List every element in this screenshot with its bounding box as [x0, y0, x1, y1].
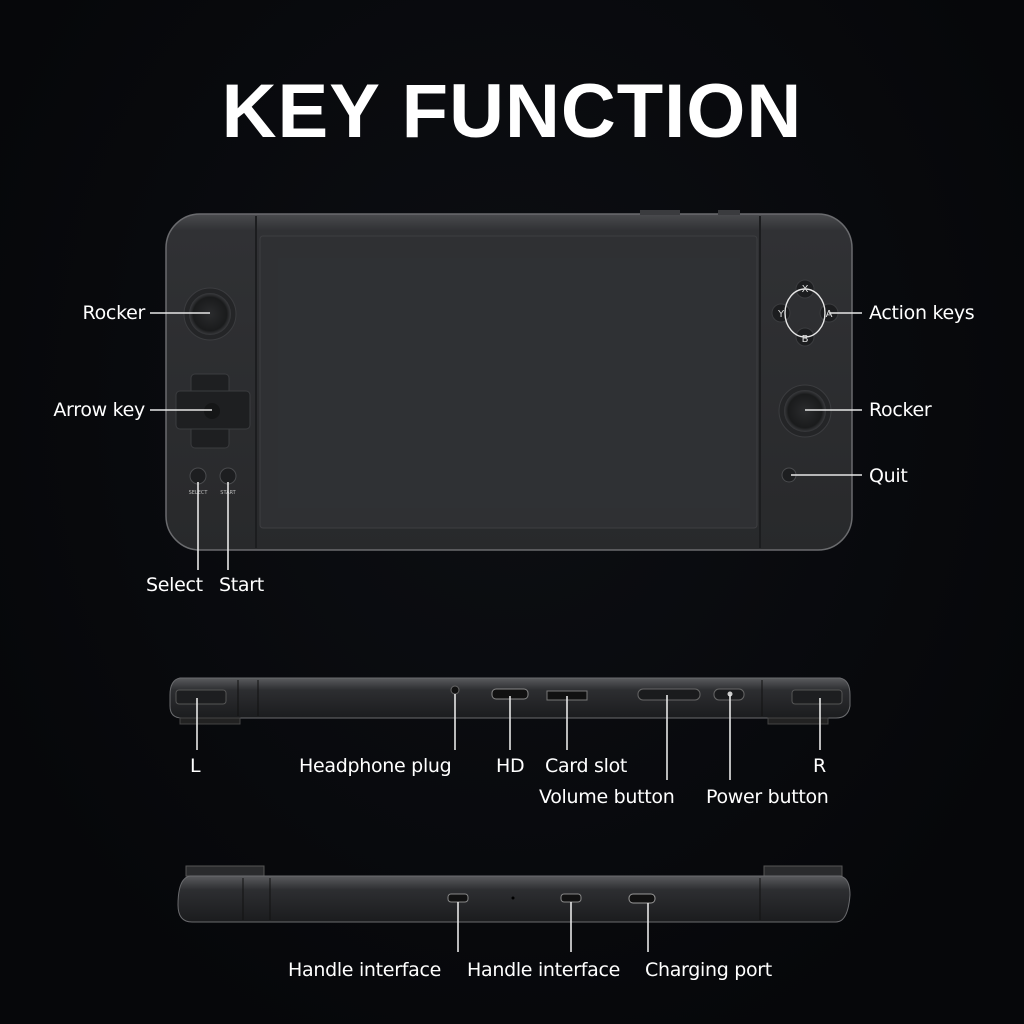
front-view: SELECT START X Y A B [150, 210, 862, 570]
label-rocker-right: Rocker [869, 399, 932, 421]
label-start: Start [219, 574, 264, 596]
bottom-view [177, 865, 851, 952]
label-r: R [813, 755, 826, 777]
label-select: Select [146, 574, 203, 596]
label-handle-interface-1: Handle interface [288, 959, 441, 981]
label-charging-port: Charging port [645, 959, 772, 981]
label-handle-interface-2: Handle interface [467, 959, 620, 981]
label-arrow-key: Arrow key [53, 399, 145, 421]
key-x: X [802, 284, 809, 295]
top-view [169, 677, 851, 780]
label-rocker-left: Rocker [82, 302, 146, 324]
page-title: KEY FUNCTION [221, 69, 803, 154]
key-b: B [802, 334, 809, 345]
start-key [219, 467, 237, 485]
select-key [189, 467, 207, 485]
label-hd: HD [496, 755, 525, 777]
label-power-button: Power button [706, 786, 829, 808]
label-volume-button: Volume button [539, 786, 675, 808]
label-headphone-plug: Headphone plug [299, 755, 452, 777]
label-card-slot: Card slot [545, 755, 628, 777]
label-l: L [190, 755, 201, 777]
action-keys: X Y A B [771, 279, 839, 347]
key-a: A [826, 309, 833, 320]
label-quit: Quit [869, 465, 908, 487]
label-action-keys: Action keys [869, 302, 975, 324]
key-y: Y [777, 309, 785, 320]
